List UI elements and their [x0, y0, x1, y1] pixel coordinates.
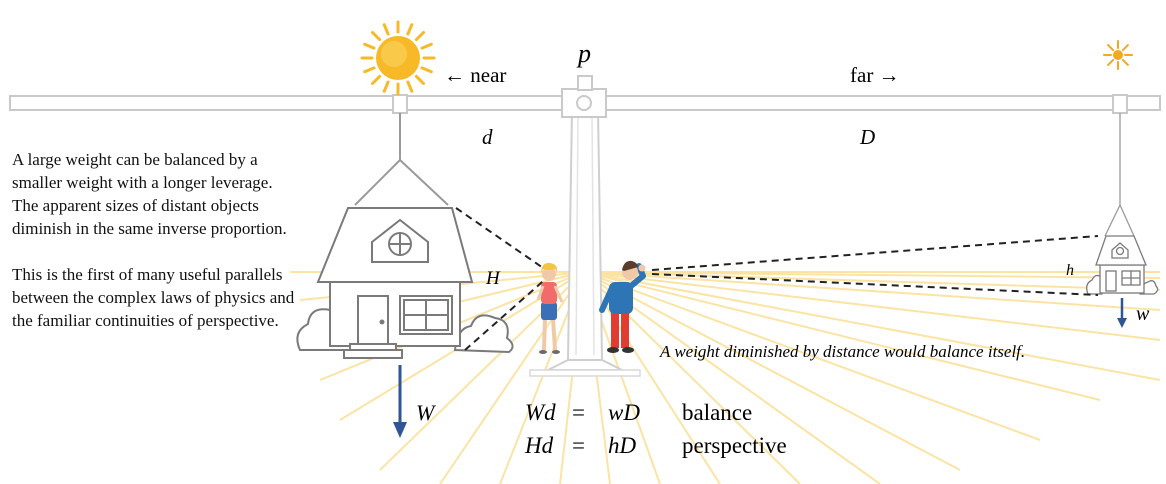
- explanation-paragraph-2: This is the first of many useful paralle…: [12, 265, 295, 330]
- balance-equation: Wd = wD balance: [525, 400, 752, 425]
- sun-ray: [1107, 58, 1115, 66]
- explanation-paragraph-1: A large weight can be balanced by a smal…: [12, 150, 287, 238]
- near-label: ← near: [444, 63, 506, 87]
- sun-ray: [371, 74, 382, 85]
- far-label: far →: [850, 63, 900, 87]
- balance-equals: =: [572, 400, 585, 425]
- pivot-pin: [576, 95, 592, 111]
- perspective-equation: Hd = hD perspective: [524, 433, 787, 458]
- perspective-rhs: hD: [608, 433, 637, 458]
- perspective-ray: [583, 271, 961, 471]
- perspective-ray: [439, 271, 585, 484]
- perspective-ray: [583, 271, 1041, 441]
- fulcrum-post: [529, 109, 641, 377]
- explanation-text: A large weight can be balanced by a smal…: [12, 148, 302, 355]
- balance-label: balance: [682, 400, 752, 425]
- perspective-ray: [583, 271, 1161, 341]
- sun-icon: [360, 20, 436, 96]
- height-h-label: h: [1066, 262, 1074, 279]
- sun-ray: [1121, 44, 1129, 52]
- weight-W-label: W: [416, 400, 436, 425]
- perspective-ray: [583, 271, 1161, 311]
- perspective-ray: [583, 271, 881, 484]
- sun-ray: [414, 74, 425, 85]
- girl-figure: [536, 262, 564, 354]
- perspective-ray: [583, 271, 1101, 401]
- weight-w-label: w: [1136, 303, 1150, 325]
- caption: A weight diminished by distance would ba…: [659, 342, 1025, 361]
- weight-arrow-small: [1117, 298, 1127, 328]
- sun-ray: [363, 42, 376, 50]
- balance-beam: [9, 75, 1161, 118]
- perspective-ray: [583, 271, 1161, 381]
- lever-arm-D-label: D: [859, 125, 875, 149]
- sun-ray: [371, 31, 382, 42]
- sight-lines: [455, 207, 1099, 351]
- sun-ray: [382, 80, 390, 93]
- sun-ray: [406, 23, 414, 36]
- perspective-ray: [583, 271, 721, 484]
- sun-ray: [1107, 44, 1115, 52]
- large-house: [296, 113, 514, 359]
- lever-arm-d-label: d: [482, 125, 493, 149]
- perspective-label: perspective: [682, 433, 787, 458]
- sun-ray: [1121, 58, 1129, 66]
- perspective-equals: =: [572, 433, 585, 458]
- weight-arrow-large: [393, 365, 407, 438]
- perspective-lhs: Hd: [524, 433, 554, 458]
- small-house: [1086, 113, 1159, 295]
- balance-rhs: wD: [608, 400, 640, 425]
- pivot-label: p: [576, 39, 591, 68]
- sun-ray: [406, 80, 414, 93]
- man-figure: [599, 260, 646, 353]
- sun-ray: [363, 66, 376, 74]
- distant-sun-icon: [1103, 40, 1133, 70]
- sun-ray: [420, 42, 433, 50]
- height-H-label: H: [485, 268, 501, 289]
- balance-lhs: Wd: [525, 400, 556, 425]
- sun-ray: [382, 23, 390, 36]
- sun-ray: [420, 66, 433, 74]
- sun-ray: [414, 31, 425, 42]
